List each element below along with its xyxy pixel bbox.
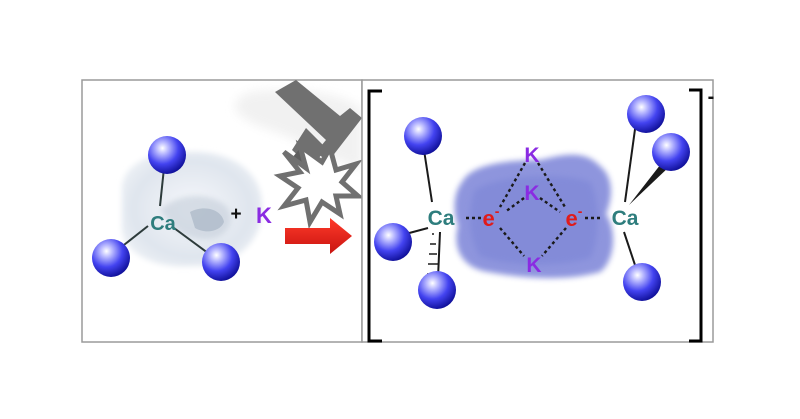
potassium-label: K: [256, 203, 272, 228]
potassium-middle-label: K: [524, 182, 539, 205]
reaction-arrow-icon: [285, 218, 352, 254]
potassium-bottom-label: K: [526, 254, 541, 277]
calcium-left-label: Ca: [428, 207, 455, 230]
calcium-crystal-image: [121, 151, 263, 267]
potassium-top-label: K: [524, 144, 539, 167]
electron-left-label: e-: [483, 203, 500, 231]
wedge-bond: [629, 160, 670, 205]
complex-charge: -: [708, 86, 715, 108]
electron-right-charge: -: [578, 203, 583, 219]
ligand-sphere-icon: [374, 223, 412, 261]
calcium-label: Ca: [150, 213, 176, 235]
ligand-sphere-icon: [623, 263, 661, 301]
ligand-sphere-icon: [202, 243, 240, 281]
electron-left-charge: -: [495, 203, 500, 219]
ligand-sphere-icon: [404, 117, 442, 155]
ligand-sphere-icon: [92, 239, 130, 277]
electron-right-symbol: e: [566, 206, 578, 231]
calcium-right-label: Ca: [612, 207, 639, 230]
ligand-sphere-icon: [148, 136, 186, 174]
product-panel: -: [361, 79, 715, 343]
plus-sign: +: [230, 204, 241, 225]
ligand-sphere-icon: [627, 95, 665, 133]
ligand-sphere-icon: [652, 133, 690, 171]
impact-burst-icon: [273, 139, 365, 229]
right-bracket: [689, 88, 703, 343]
potassium-electron-network: [466, 162, 603, 257]
electron-left-symbol: e: [483, 206, 495, 231]
ligand-sphere-icon: [418, 271, 456, 309]
left-bracket: [367, 89, 382, 343]
reactant-panel: Ca + K: [81, 79, 365, 343]
electron-right-label: e-: [566, 203, 583, 231]
electride-crystal-image: [454, 154, 614, 279]
